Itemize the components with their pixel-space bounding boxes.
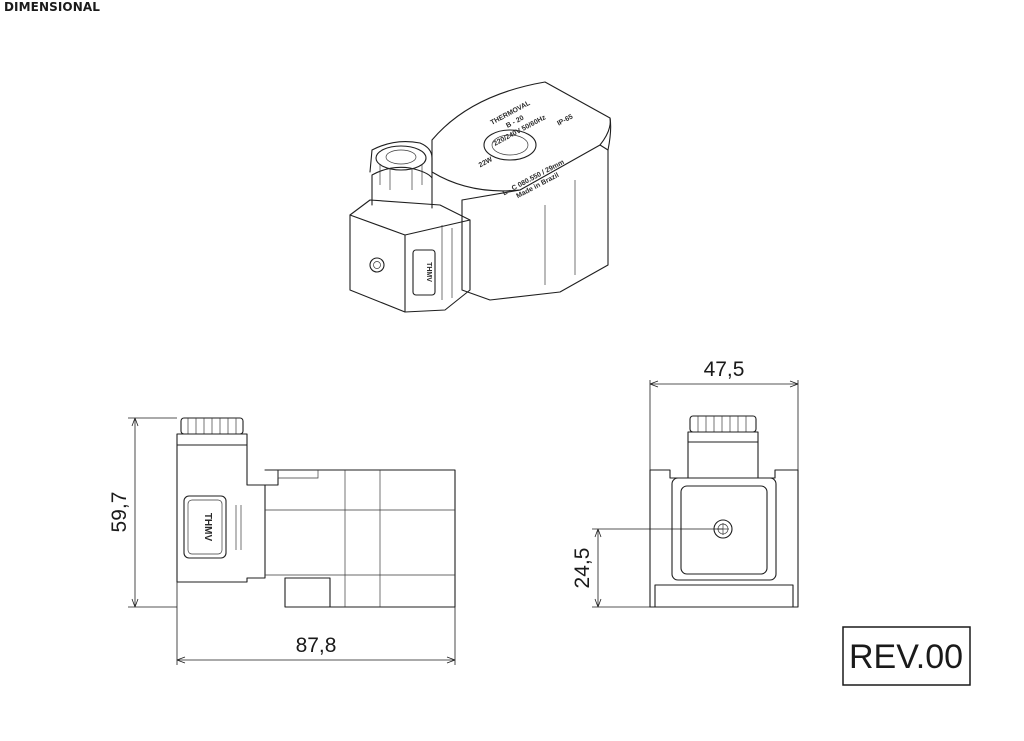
isometric-view: THERMOVAL B - 20 220/240V 50/60Hz IP-65 …	[349, 81, 612, 313]
coil-line-4: 22W	[478, 156, 494, 169]
revision-label: REV.00	[849, 638, 963, 676]
side-connector-brand: THMV	[202, 513, 213, 542]
dim-front-width: 47,5	[704, 358, 745, 381]
side-view: THMV 59,7 87,8	[108, 417, 456, 665]
iso-connector-brand: THMV	[425, 262, 432, 282]
front-view: 47,5 24,5	[571, 358, 799, 608]
dim-side-length: 87,8	[296, 634, 337, 657]
coil-etched-text: THERMOVAL B - 20 220/240V 50/60Hz IP-65 …	[478, 100, 575, 201]
dim-front-hole-height: 24,5	[571, 548, 594, 589]
page-title: DIMENSIONAL	[4, 0, 100, 14]
revision-box: REV.00	[842, 626, 971, 686]
dim-side-height: 59,7	[108, 492, 131, 533]
coil-line-3: IP-65	[556, 113, 574, 127]
